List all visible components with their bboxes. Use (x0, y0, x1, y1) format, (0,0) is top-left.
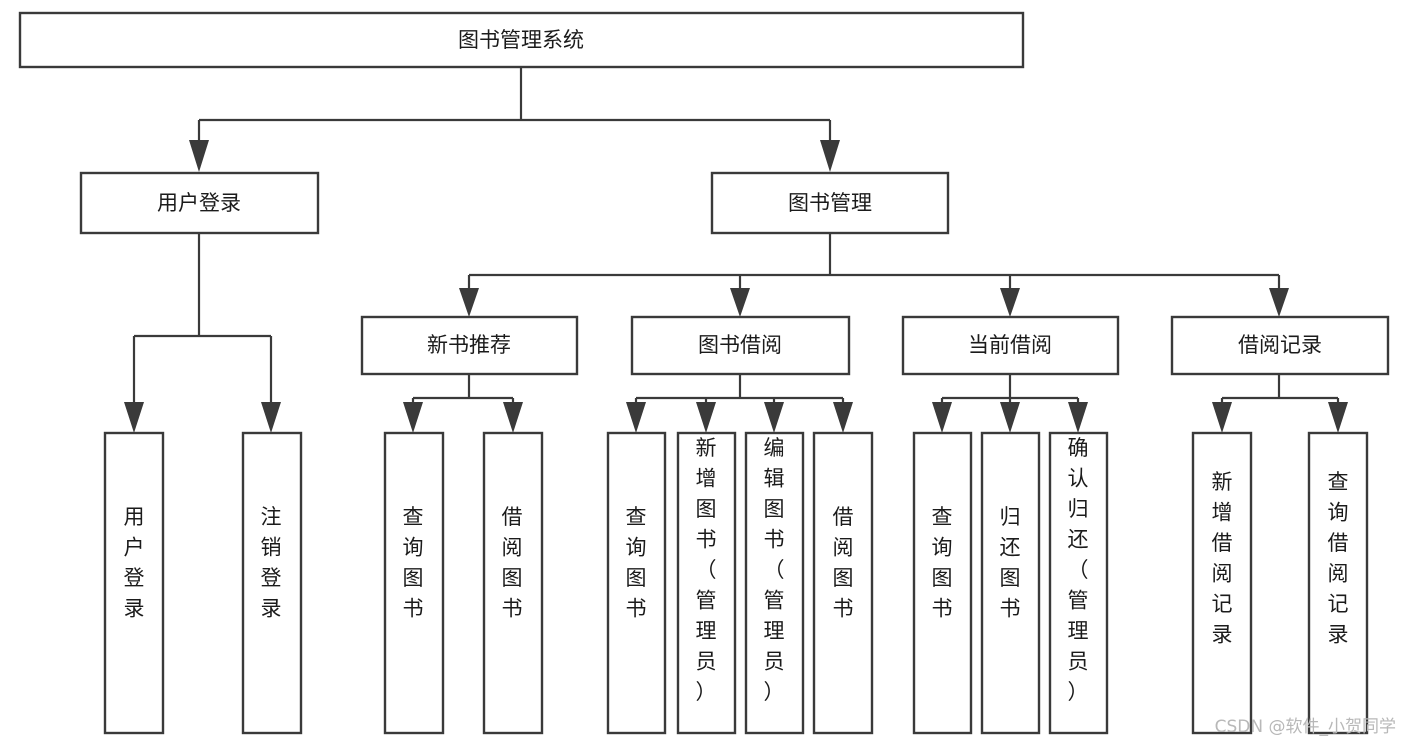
node-new-book-recommend-box[interactable] (360, 315, 579, 376)
arrow-recommend-leaf-2 (503, 402, 523, 433)
arrow-current-leaf-1 (932, 402, 952, 433)
leaf-node-borrow-book-recommend-label: 借阅图书 (502, 505, 523, 621)
leaf-node-query-book-borrow-label: 查询图书 (626, 505, 647, 621)
leaf-node-confirm-return-label: 确认归还（管理员） (1068, 436, 1089, 704)
leaf-node-edit-book-label: 编辑图书（管理员） (764, 436, 785, 704)
leaf-node-user-login-label: 用户登录 (124, 505, 145, 621)
arrow-current-leaf-3 (1068, 402, 1088, 433)
node-new-book-recommend[interactable]: 新书推荐 (360, 315, 579, 376)
leaf-node-query-borrow-record-box[interactable] (1307, 431, 1369, 735)
node-current-borrow[interactable]: 当前借阅 (901, 315, 1120, 376)
leaf-node-logout-label: 注销登录 (261, 505, 282, 621)
arrow-borrow-leaf-2 (696, 402, 716, 433)
arrow-to-leaf-logout (261, 402, 281, 433)
node-book-borrow-label: 图书借阅 (698, 333, 782, 357)
node-root-box[interactable] (18, 11, 1025, 69)
arrow-to-recommend (459, 288, 479, 317)
leaf-node-add-borrow-record-box[interactable] (1191, 431, 1253, 735)
node-user-login-label: 用户登录 (157, 191, 241, 215)
leaf-node-logout[interactable]: 注销登录 (241, 431, 303, 735)
leaf-node-query-book-borrow-box[interactable] (606, 431, 667, 735)
leaf-node-borrow-book-recommend-box[interactable] (482, 431, 544, 735)
node-root-label: 图书管理系统 (458, 28, 584, 52)
arrow-borrow-leaf-1 (626, 402, 646, 433)
leaf-node-query-book-borrow[interactable]: 查询图书 (606, 431, 667, 735)
node-current-borrow-box[interactable] (901, 315, 1120, 376)
arrow-to-leaf-user-login (124, 402, 144, 433)
node-book-management-box[interactable] (710, 171, 950, 235)
leaf-node-query-book-current-label: 查询图书 (932, 505, 953, 621)
arrow-to-book-mgmt (820, 140, 840, 172)
node-book-management[interactable]: 图书管理 (710, 171, 950, 235)
leaf-node-add-book[interactable]: 新增图书（管理员） (676, 431, 737, 735)
leaf-node-add-borrow-record[interactable]: 新增借阅记录 (1191, 431, 1253, 735)
leaf-node-user-login-box[interactable] (103, 431, 165, 735)
leaf-node-add-borrow-record-label: 新增借阅记录 (1212, 470, 1233, 647)
node-current-borrow-label: 当前借阅 (968, 333, 1052, 357)
leaf-node-edit-book-box[interactable] (744, 431, 805, 735)
leaf-node-return-book-label: 归还图书 (1000, 505, 1021, 621)
leaf-node-borrow-book-recommend[interactable]: 借阅图书 (482, 431, 544, 735)
node-book-borrow-box[interactable] (630, 315, 851, 376)
leaf-node-query-borrow-record[interactable]: 查询借阅记录 (1307, 431, 1369, 735)
arrow-record-leaf-2 (1328, 402, 1348, 433)
node-borrow-record-label: 借阅记录 (1238, 333, 1322, 357)
leaf-node-user-login[interactable]: 用户登录 (103, 431, 165, 735)
arrow-to-user-login (189, 140, 209, 172)
leaf-node-confirm-return[interactable]: 确认归还（管理员） (1048, 431, 1109, 735)
node-book-borrow[interactable]: 图书借阅 (630, 315, 851, 376)
node-book-management-label: 图书管理 (788, 191, 872, 215)
leaf-node-borrow-book-box[interactable] (812, 431, 874, 735)
arrow-borrow-leaf-4 (833, 402, 853, 433)
arrowhead-layer (124, 140, 1348, 433)
leaf-node-query-book-current-box[interactable] (912, 431, 973, 735)
leaf-node-confirm-return-box[interactable] (1048, 431, 1109, 735)
node-root[interactable]: 图书管理系统 (18, 11, 1025, 69)
arrow-borrow-leaf-3 (764, 402, 784, 433)
leaf-node-query-borrow-record-label: 查询借阅记录 (1328, 470, 1349, 647)
node-new-book-recommend-label: 新书推荐 (427, 333, 511, 357)
arrow-to-borrow (730, 288, 750, 317)
arrow-current-leaf-2 (1000, 402, 1020, 433)
leaf-layer: 用户登录 注销登录 查询图书 借阅图书 查询图书 新增图书 (103, 431, 1369, 735)
node-borrow-record[interactable]: 借阅记录 (1170, 315, 1390, 376)
leaf-node-return-book[interactable]: 归还图书 (980, 431, 1041, 735)
leaf-node-return-book-box[interactable] (980, 431, 1041, 735)
leaf-node-add-book-label: 新增图书（管理员） (696, 436, 717, 704)
arrow-recommend-leaf-1 (403, 402, 423, 433)
watermark-label: CSDN @软件_小贺同学 (1215, 717, 1396, 737)
leaf-node-query-book-recommend-label: 查询图书 (403, 505, 424, 621)
node-user-login-box[interactable] (79, 171, 320, 235)
leaf-node-borrow-book[interactable]: 借阅图书 (812, 431, 874, 735)
leaf-node-edit-book[interactable]: 编辑图书（管理员） (744, 431, 805, 735)
arrow-record-leaf-1 (1212, 402, 1232, 433)
leaf-node-query-book-recommend-box[interactable] (383, 431, 445, 735)
leaf-node-query-book-recommend[interactable]: 查询图书 (383, 431, 445, 735)
leaf-node-add-book-box[interactable] (676, 431, 737, 735)
leaf-node-query-book-current[interactable]: 查询图书 (912, 431, 973, 735)
connector-layer (132, 67, 1340, 402)
node-user-login[interactable]: 用户登录 (79, 171, 320, 235)
leaf-node-borrow-book-label: 借阅图书 (833, 505, 854, 621)
arrow-to-record (1269, 288, 1289, 317)
node-borrow-record-box[interactable] (1170, 315, 1390, 376)
arrow-to-current (1000, 288, 1020, 317)
leaf-node-logout-box[interactable] (241, 431, 303, 735)
